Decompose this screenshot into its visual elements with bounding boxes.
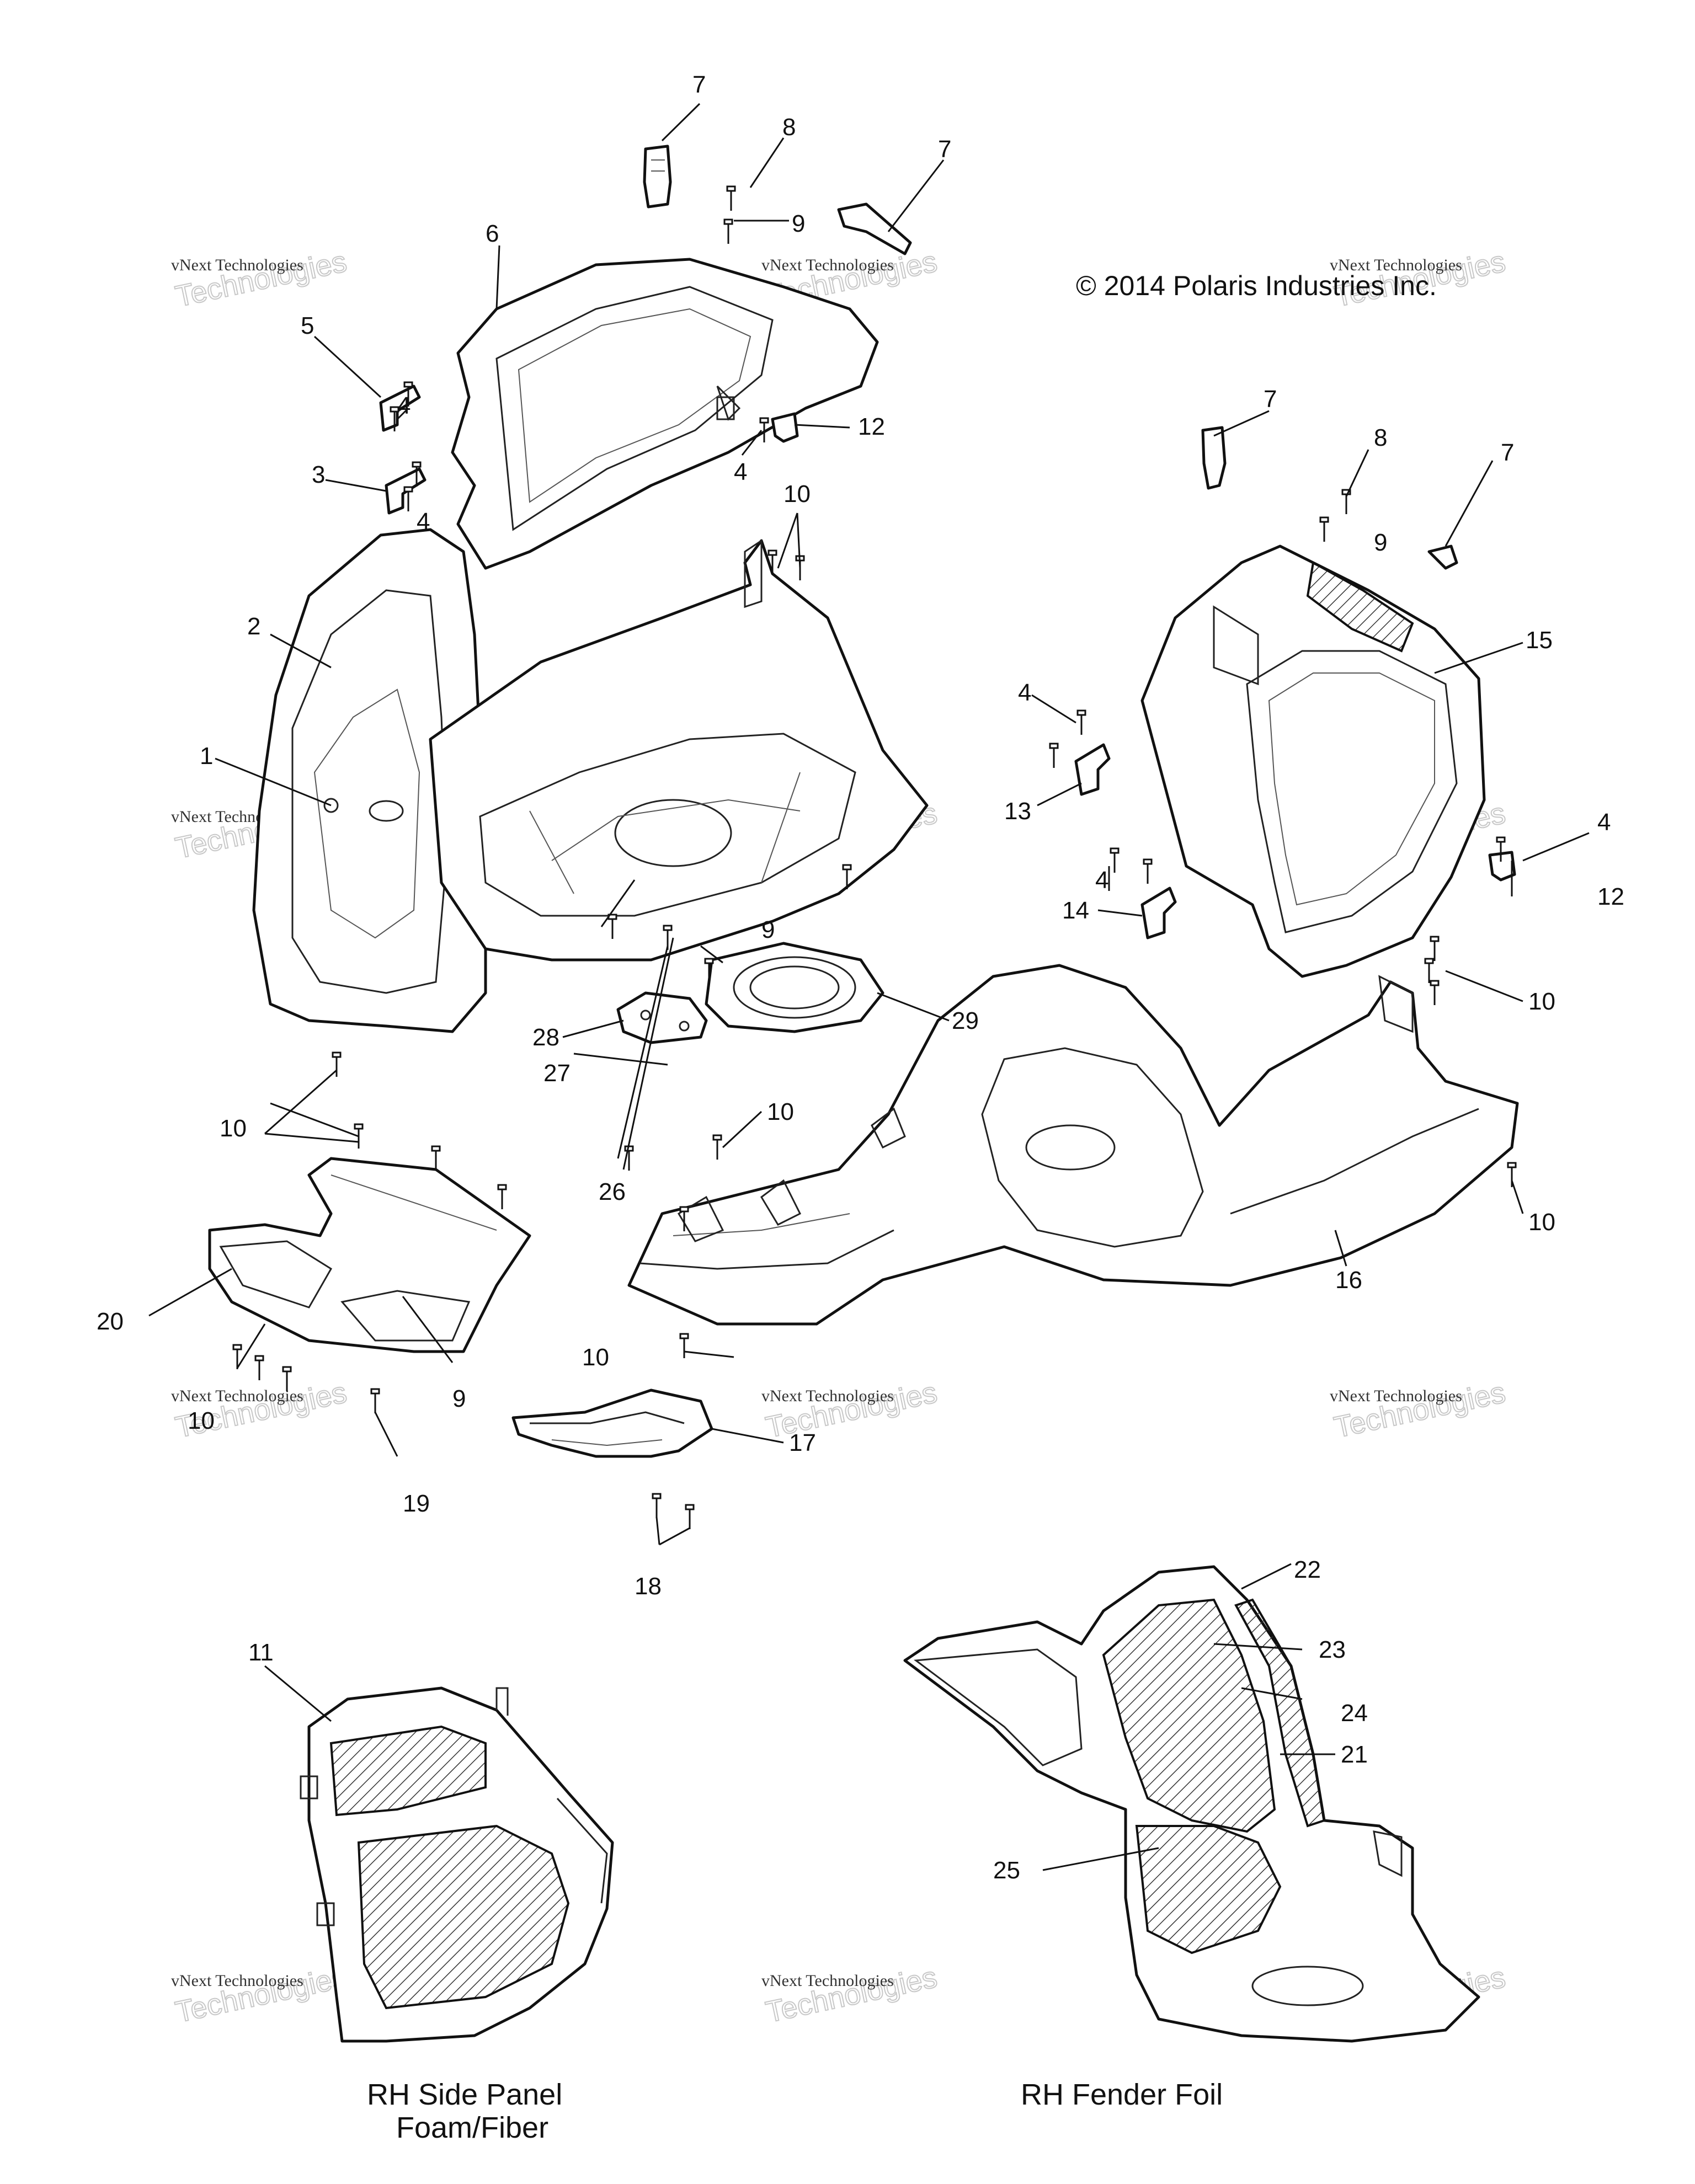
callout-25: 25 — [993, 1857, 1020, 1884]
callout-28: 28 — [532, 1024, 559, 1051]
callout-7: 7 — [938, 136, 951, 163]
svg-text:Technologies: Technologies — [763, 1961, 940, 2029]
callout-4: 4 — [1095, 867, 1108, 894]
svg-text:vNext Technologies: vNext Technologies — [1330, 1387, 1462, 1405]
callout-22: 22 — [1294, 1556, 1321, 1583]
callout-10: 10 — [220, 1115, 247, 1142]
svg-text:vNext Technologies: vNext Technologies — [761, 1972, 894, 1990]
part-6-left-side-cover — [451, 258, 879, 570]
watermark-c2: Technologies vNext Technologies — [761, 1375, 941, 1445]
callout-7: 7 — [1264, 386, 1277, 413]
callout-10: 10 — [767, 1098, 794, 1125]
callout-6: 6 — [486, 220, 499, 247]
callout-1: 1 — [200, 743, 213, 770]
callout-3: 3 — [312, 461, 325, 488]
svg-text:vNext Technologies: vNext Technologies — [1330, 256, 1462, 274]
callout-15: 15 — [1526, 627, 1553, 654]
part-16-right-fender-floor — [627, 964, 1519, 1326]
callout-4: 4 — [397, 392, 411, 419]
part-15-right-side-cover — [1140, 544, 1486, 978]
part-14-bracket — [1140, 887, 1177, 939]
part-20-left-footwell — [208, 1157, 531, 1353]
callout-20: 20 — [97, 1308, 124, 1335]
callout-12: 12 — [1597, 883, 1624, 910]
callout-27: 27 — [543, 1060, 571, 1087]
part-12-clip-lower — [1488, 851, 1516, 882]
callout-24: 24 — [1341, 1700, 1368, 1727]
svg-text:vNext Technologies: vNext Technologies — [171, 1387, 303, 1405]
callout-16: 16 — [1335, 1267, 1362, 1294]
watermark-bl: Technologies vNext Technologies — [171, 1960, 350, 2030]
callout-8: 8 — [1374, 424, 1387, 451]
callout-9: 9 — [761, 916, 775, 943]
callout-7: 7 — [692, 71, 706, 98]
callout-10: 10 — [1528, 988, 1555, 1015]
callout-14: 14 — [1062, 897, 1089, 924]
callout-8: 8 — [782, 114, 796, 141]
callout-10: 10 — [783, 480, 811, 508]
caption-side-panel-line2: Foam/Fiber — [396, 2111, 548, 2144]
part-7-strap-d — [1427, 544, 1458, 570]
callout-12: 12 — [858, 413, 885, 440]
callout-9: 9 — [1374, 529, 1387, 556]
callout-4: 4 — [734, 458, 747, 485]
callout-9: 9 — [792, 210, 805, 237]
callout-29: 29 — [952, 1007, 979, 1034]
callout-4: 4 — [1018, 679, 1031, 706]
callout-11: 11 — [248, 1639, 274, 1666]
leader-lines — [148, 103, 1590, 1871]
caption-side-panel-line1: RH Side Panel — [367, 2078, 562, 2111]
callout-17: 17 — [789, 1429, 816, 1456]
svg-text:vNext Technologies: vNext Technologies — [761, 256, 894, 274]
callout-4: 4 — [417, 508, 430, 535]
callout-13: 13 — [1004, 798, 1031, 825]
part-13-bracket — [1074, 743, 1111, 796]
part-27-bracket — [616, 991, 708, 1044]
part-7-strap-a — [643, 145, 672, 209]
part-7-strap-c — [1201, 426, 1227, 490]
caption-fender-foil: RH Fender Foil — [1021, 2078, 1223, 2111]
part-11-rh-side-panel — [300, 1686, 614, 2043]
callout-7: 7 — [1501, 439, 1514, 466]
callout-labels: 7 8 9 7 6 5 4 3 4 12 4 10 2 1 7 8 7 9 15… — [97, 71, 1624, 1884]
part-floor-pan — [429, 539, 929, 962]
callout-2: 2 — [247, 613, 260, 640]
watermark-r2: Technologies vNext Technologies — [1330, 1375, 1509, 1445]
part-29-seal-ring — [705, 942, 884, 1033]
svg-text:vNext Technologies: vNext Technologies — [171, 1972, 303, 1990]
svg-text:vNext Technologies: vNext Technologies — [171, 256, 303, 274]
part-17-skid-plate — [511, 1389, 713, 1458]
callout-21: 21 — [1341, 1741, 1368, 1768]
callout-9: 9 — [452, 1385, 466, 1412]
callout-23: 23 — [1319, 1636, 1346, 1663]
callout-10: 10 — [582, 1344, 609, 1371]
callout-18: 18 — [635, 1573, 662, 1600]
part-12-clip-upper — [771, 412, 799, 443]
callout-26: 26 — [599, 1178, 626, 1205]
watermark-bc: Technologies vNext Technologies — [761, 1960, 941, 2030]
svg-text:vNext Technologies: vNext Technologies — [761, 1387, 894, 1405]
watermark-tl: Technologies vNext Technologies — [171, 244, 350, 314]
copyright-notice: © 2014 Polaris Industries Inc. — [1076, 270, 1437, 301]
svg-text:Technologies: Technologies — [173, 245, 350, 313]
part-21-25-rh-fender-foil — [903, 1565, 1480, 2043]
callout-5: 5 — [301, 312, 314, 339]
callout-10: 10 — [1528, 1209, 1555, 1236]
callout-4: 4 — [1597, 809, 1611, 836]
callout-19: 19 — [403, 1490, 430, 1517]
part-7-strap-b — [837, 202, 912, 255]
svg-text:Technologies: Technologies — [173, 1961, 350, 2029]
callout-10: 10 — [188, 1407, 215, 1434]
svg-text:Technologies: Technologies — [1331, 1376, 1509, 1444]
